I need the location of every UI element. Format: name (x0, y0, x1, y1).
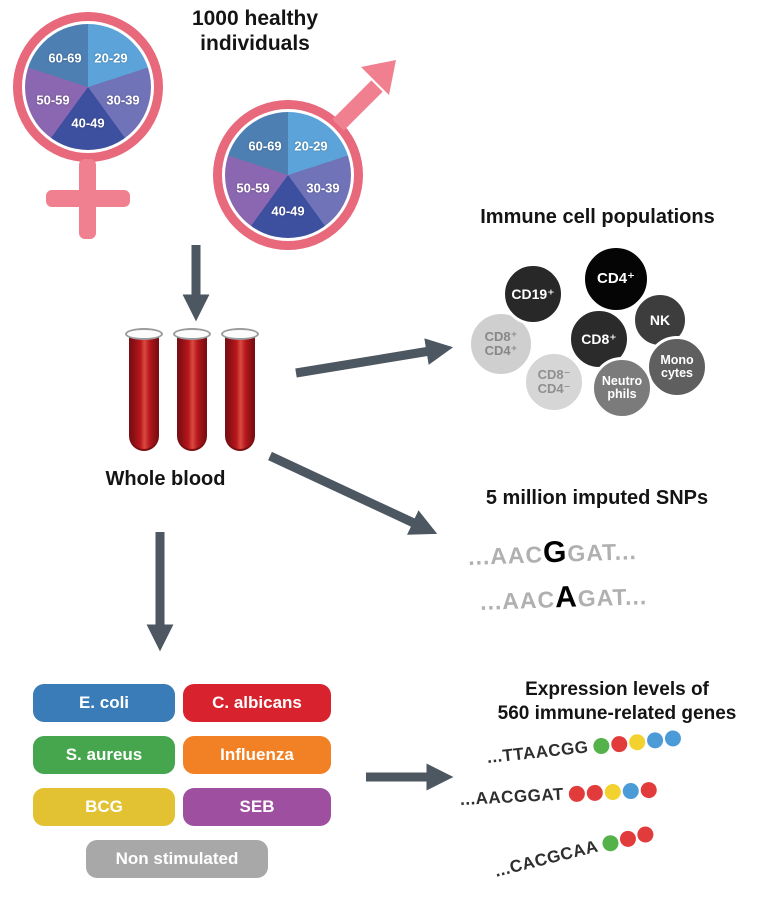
cell-label-line: NK (649, 311, 671, 328)
age-label: 40-49 (71, 115, 105, 131)
stimulus-label: SEB (239, 797, 275, 816)
cell-cd4pos: CD4⁺ (582, 245, 650, 313)
seq-post: GAT... (566, 538, 638, 567)
age-pie: 20-29 30-39 40-49 50-59 60-69 (225, 112, 351, 238)
snps-title: 5 million imputed SNPs (485, 487, 709, 509)
stimulus-label: Non stimulated (115, 849, 239, 868)
expression-dot (618, 829, 638, 849)
gene-seq-text: ...CACGCAA (492, 836, 601, 881)
stimulus-e-coli: E. coli (33, 684, 175, 722)
cell-label-line: phils (607, 387, 637, 401)
tube-rim (125, 328, 163, 340)
expression-dot (622, 782, 640, 800)
stimulus-c-albicans: C. albicans (183, 684, 331, 722)
expression-title-line2: 560 immune-related genes (497, 702, 737, 724)
gene-sequence-1: ...TTAACGG (486, 728, 682, 768)
blood-tubes (124, 328, 260, 453)
stimulus-label: C. albicans (212, 693, 302, 712)
age-label: 30-39 (106, 92, 140, 108)
cell-label-line: CD8⁺ (581, 330, 617, 347)
cell-cd8pos: CD8⁺ (568, 308, 630, 370)
snp-sequence-1: ...AACGGAT... (467, 533, 638, 573)
cell-neutrophils: Neutro phils (591, 357, 653, 419)
blood-tube (220, 328, 260, 453)
expression-dot (664, 729, 682, 748)
age-label: 60-69 (48, 50, 82, 66)
arrow-blood-to-cells (295, 338, 454, 378)
stimulus-non-stimulated: Non stimulated (86, 840, 268, 878)
seq-pre: ...AAC (467, 541, 544, 570)
female-symbol: 20-29 30-39 40-49 50-59 60-69 (13, 12, 163, 244)
stimulus-influenza: Influenza (183, 736, 331, 774)
cell-label-line: CD8⁺ (484, 329, 518, 345)
cell-label-line: CD19⁺ (511, 285, 555, 302)
expression-title-line1: Expression levels of (525, 679, 709, 700)
cell-label-line: Neutro (601, 373, 643, 388)
stimulus-bcg: BCG (33, 788, 175, 826)
seq-pre: ...AAC (479, 586, 556, 615)
stimulus-label: E. coli (78, 693, 130, 712)
age-label: 60-69 (248, 138, 282, 154)
tube-blood (225, 333, 255, 451)
expression-dot (586, 784, 604, 802)
immune-cell-cluster: CD8⁺ CD4⁺ CD19⁺ NK Mono cytes CD4⁺ CD8⁺ … (468, 242, 730, 438)
expression-dot (628, 733, 646, 752)
gene-seq-text: ...AACGGAT (459, 784, 565, 809)
stimulus-s-aureus: S. aureus (33, 736, 175, 774)
stimulus-seb: SEB (183, 788, 331, 826)
male-ring: 20-29 30-39 40-49 50-59 60-69 (213, 100, 363, 250)
stimulus-label: S. aureus (65, 745, 143, 764)
age-label: 20-29 (94, 50, 128, 66)
whole-blood-label: Whole blood (105, 468, 226, 490)
stimulus-label: BCG (85, 797, 123, 816)
seq-variant-allele: A (554, 580, 579, 615)
expression-dot (604, 783, 622, 801)
seq-variant-allele: G (542, 535, 568, 570)
blood-tube (172, 328, 212, 453)
cell-label-line: cytes (661, 366, 693, 380)
stimulus-label: Influenza (220, 745, 294, 764)
figure-title: 1000 healthy individuals (191, 7, 319, 56)
cell-monocytes: Mono cytes (646, 336, 708, 398)
expression-dot (610, 735, 629, 753)
age-label: 30-39 (306, 180, 340, 196)
cell-label-line: CD4⁺ (484, 343, 518, 358)
expression-dot (635, 824, 656, 845)
expression-dot (646, 731, 664, 750)
female-ring: 20-29 30-39 40-49 50-59 60-69 (13, 12, 163, 162)
snp-sequence-2: ...AACAGAT... (479, 578, 648, 618)
cell-label-line: Mono (660, 352, 694, 367)
expression-title: Expression levels of 560 immune-related … (458, 678, 771, 726)
expression-dot (568, 785, 586, 803)
age-label: 50-59 (36, 92, 70, 108)
gene-sequence-2: ...AACGGAT (459, 780, 658, 810)
expression-dot (640, 781, 658, 799)
age-label: 40-49 (271, 203, 305, 219)
expression-dot (592, 737, 611, 755)
blood-tube (124, 328, 164, 453)
expression-dot (600, 833, 621, 853)
age-label: 20-29 (294, 138, 328, 154)
arrow-blood-to-snps (268, 451, 438, 535)
age-label: 50-59 (236, 180, 270, 196)
male-symbol: 20-29 30-39 40-49 50-59 60-69 (213, 100, 363, 250)
cell-label-line: CD8⁻ (537, 367, 571, 383)
tube-rim (173, 328, 211, 340)
tube-blood (129, 333, 159, 451)
gene-seq-text: ...TTAACGG (485, 737, 590, 767)
cell-label-line: CD4⁺ (597, 270, 635, 288)
tube-rim (221, 328, 259, 340)
seq-post: GAT... (577, 583, 648, 612)
female-cross-horizontal (46, 190, 130, 207)
cell-label-line: CD4⁻ (537, 381, 571, 396)
immune-cells-title: Immune cell populations (480, 206, 715, 228)
cell-cd19pos: CD19⁺ (502, 263, 564, 325)
cell-cd8neg-cd4neg: CD8⁻ CD4⁻ (523, 351, 585, 413)
gene-sequence-3: ...CACGCAA (493, 823, 656, 882)
age-pie: 20-29 30-39 40-49 50-59 60-69 (25, 24, 151, 150)
tube-blood (177, 333, 207, 451)
